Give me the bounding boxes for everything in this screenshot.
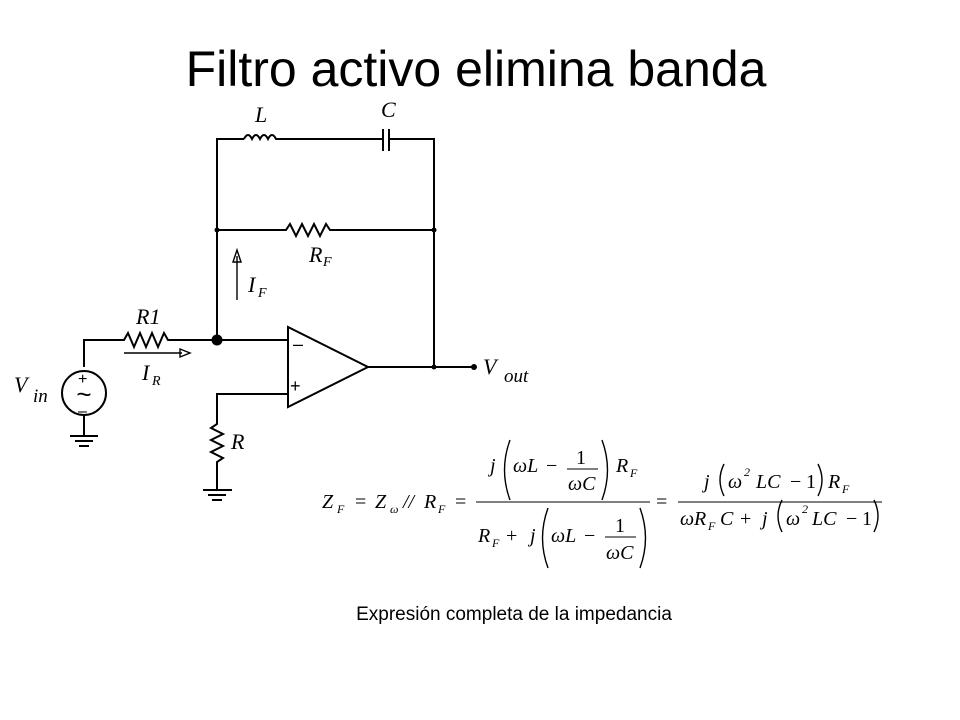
eq-equals-2: = xyxy=(455,491,466,513)
eq-parallel: // xyxy=(402,491,417,513)
f1-num-r-sub: F xyxy=(629,466,638,480)
r-label: R xyxy=(230,429,245,454)
opamp-plus: + xyxy=(290,376,301,396)
ir-label: I xyxy=(141,360,151,385)
f1-num-wc: ωC xyxy=(568,473,596,495)
f2-num-rparen xyxy=(817,463,823,497)
f2-den-lc: LC xyxy=(811,508,837,530)
rf-wire xyxy=(217,221,434,239)
capacitor-label: C xyxy=(381,97,396,122)
rf-label: R xyxy=(308,242,323,267)
f1-den-lparen xyxy=(541,507,549,569)
source-tilde: ~ xyxy=(76,379,91,409)
f2-num-j: j xyxy=(701,471,710,493)
node-dot xyxy=(431,364,437,370)
f1-den-j: j xyxy=(527,525,536,547)
eq-zw-sub: ω xyxy=(390,502,398,516)
eq-equals-1: = xyxy=(355,491,366,513)
eq-lhs-z-sub: F xyxy=(336,502,345,516)
eq-rf: R xyxy=(423,491,436,513)
inductor-L xyxy=(243,134,282,142)
summing-node-dot xyxy=(211,334,223,346)
node-dot xyxy=(431,227,437,233)
f1-den-one: 1 xyxy=(615,515,625,537)
eq-lhs-z: Z xyxy=(322,491,334,513)
f1-num-j: j xyxy=(487,455,496,477)
f2-num-sq: 2 xyxy=(744,465,750,479)
f2-den-rparen xyxy=(873,499,879,533)
r1-label: R1 xyxy=(135,304,160,329)
f1-num-one: 1 xyxy=(576,447,586,469)
source-minus: – xyxy=(78,403,87,420)
f2-den-r-sub: F xyxy=(707,519,716,533)
impedance-equation: Z F = Z ω // R F = j ωL − 1 ωC R F R F +… xyxy=(322,439,882,569)
f1-num-r: R xyxy=(615,455,628,477)
f2-num-lc: LC xyxy=(755,471,781,493)
f2-den-sq: 2 xyxy=(802,502,808,516)
slide-title: Filtro activo elimina banda xyxy=(186,41,767,97)
f1-num-wl: ωL xyxy=(513,455,538,477)
vin-label: V xyxy=(14,372,30,397)
f2-num-one: 1 xyxy=(806,471,816,493)
f2-num-r-sub: F xyxy=(841,482,850,496)
f2-num-lparen xyxy=(719,463,725,497)
f1-den-wc: ωC xyxy=(606,542,634,564)
source-ground-wire xyxy=(70,415,98,447)
f2-den-c: C xyxy=(720,508,734,530)
eq-rf-sub: F xyxy=(437,502,446,516)
f2-den-r: R xyxy=(693,508,706,530)
f2-den-plus: + xyxy=(740,508,751,530)
f2-num-r: R xyxy=(827,471,840,493)
f1-den-minus: − xyxy=(584,525,595,547)
f1-den-r-sub: F xyxy=(491,536,500,550)
if-arrowhead xyxy=(232,247,242,263)
opamp-minus: – xyxy=(293,334,303,354)
f1-num-lparen xyxy=(503,439,511,501)
f2-num-w: ω xyxy=(728,471,742,493)
f2-den-w2: ω xyxy=(786,508,800,530)
f1-den-wl: ωL xyxy=(551,525,576,547)
eq-zw: Z xyxy=(375,491,387,513)
vin-sub: in xyxy=(33,386,48,407)
f1-num-minus: − xyxy=(546,455,557,477)
f1-den-rparen xyxy=(639,507,647,569)
r-ground xyxy=(203,489,232,501)
ir-sub: R xyxy=(151,374,161,389)
feedback-left-wire xyxy=(216,138,244,340)
f2-den-w: ω xyxy=(680,508,694,530)
f2-num-minus: − xyxy=(790,471,801,493)
vout-sub: out xyxy=(504,366,529,387)
f2-den-j: j xyxy=(759,508,768,530)
inductor-label: L xyxy=(254,102,267,127)
f2-den-lparen xyxy=(777,499,783,533)
opamp xyxy=(287,325,371,409)
if-sub: F xyxy=(257,286,267,301)
rf-sub: F xyxy=(322,255,332,270)
source-plus: + xyxy=(78,371,87,388)
input-wire xyxy=(83,330,288,367)
caption: Expresión completa de la impedancia xyxy=(356,604,672,625)
f2-den-minus: − xyxy=(846,508,857,530)
node-dot xyxy=(214,227,220,233)
eq-equals-3: = xyxy=(656,491,667,513)
circuit-diagram xyxy=(61,129,477,501)
f2-den-one: 1 xyxy=(862,508,872,530)
top-wire-right xyxy=(380,138,435,367)
output-terminal xyxy=(471,364,477,370)
ir-arrowhead xyxy=(179,347,192,359)
f1-den-plus: + xyxy=(506,525,517,547)
f1-num-rparen xyxy=(601,439,609,501)
vout-label: V xyxy=(483,354,499,379)
if-label: I xyxy=(247,272,257,297)
f1-den-r: R xyxy=(477,525,490,547)
noninverting-wire xyxy=(208,393,288,490)
